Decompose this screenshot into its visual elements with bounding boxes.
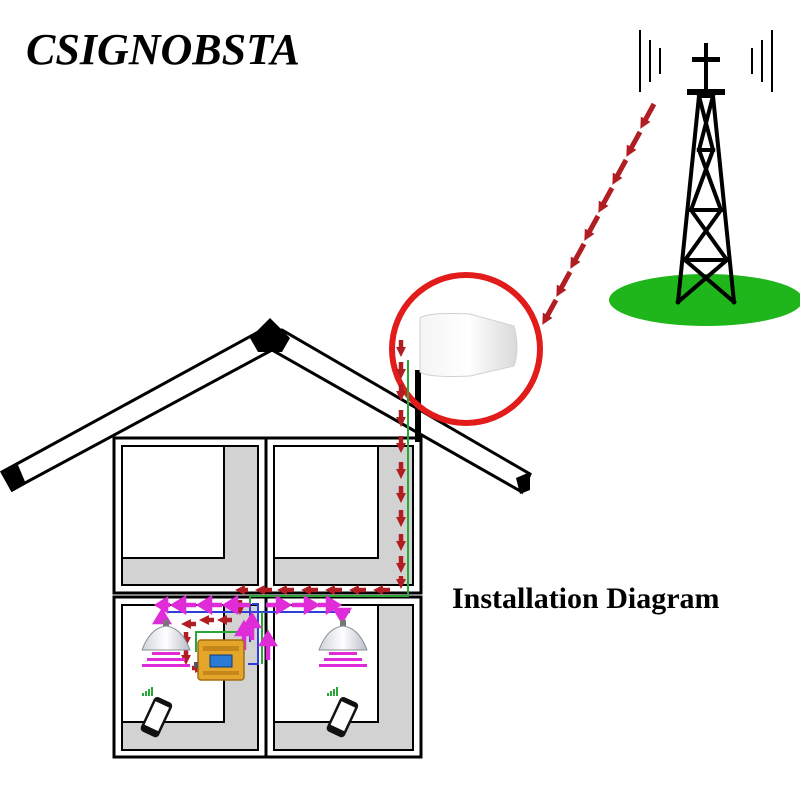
cable-signal-arrows bbox=[181, 340, 406, 673]
antenna-highlight-circle bbox=[389, 272, 543, 426]
ceiling-antenna-icon bbox=[141, 620, 191, 667]
signal-bars-icon bbox=[327, 687, 338, 696]
tower-signal-arrows bbox=[542, 102, 657, 325]
brand-logo-text: CSIGNOBSTA bbox=[26, 25, 300, 74]
signal-booster-icon bbox=[194, 639, 245, 681]
cell-tower-icon bbox=[609, 30, 800, 326]
ceiling-antenna-icon bbox=[318, 620, 368, 667]
smartphone-icon bbox=[326, 687, 359, 738]
smartphone-icon bbox=[140, 687, 173, 738]
house-roof bbox=[0, 318, 532, 495]
signal-bars-icon bbox=[142, 687, 153, 696]
ground-patch bbox=[609, 274, 800, 326]
indoor-signal-arrows bbox=[152, 595, 352, 660]
diagram-caption: Installation Diagram bbox=[452, 582, 720, 615]
